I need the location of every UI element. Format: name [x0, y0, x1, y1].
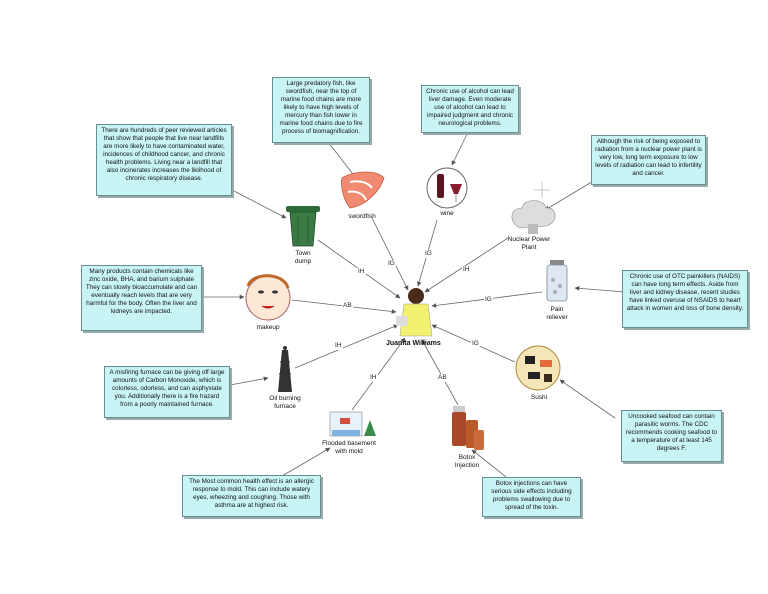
hazard-label-botox: Botox Injection	[454, 454, 480, 469]
note-dump: There are hundreds of peer reviewed arti…	[96, 124, 232, 196]
note-botox: Botox injections can have serious side e…	[482, 477, 581, 517]
swordfish-icon	[341, 171, 385, 209]
wine-icon	[426, 167, 468, 209]
link-swordfish	[371, 217, 409, 291]
makeup-face-icon	[245, 274, 291, 321]
oil-furnace-icon	[278, 346, 292, 392]
note-link-basement	[281, 447, 331, 477]
hazard-label-swordfish: swordfish	[348, 213, 376, 220]
flooded-basement-icon	[329, 411, 376, 437]
link-nuclear	[424, 237, 509, 293]
center-person-label: Juanita Williams	[386, 340, 441, 347]
note-link-wine	[451, 127, 471, 166]
trash-can-icon	[286, 206, 320, 247]
link-basement	[351, 337, 406, 411]
note-nuclear: Although the risk of being exposed to ra…	[591, 135, 706, 185]
link-furnace	[294, 324, 399, 369]
note-swordfish: Large predatory fish, like swordfish, ne…	[272, 77, 370, 143]
note-link-botox	[471, 449, 511, 481]
note-pain: Chronic use of OTC painkillers (NAIDS) c…	[622, 270, 748, 328]
relation-furnace: IH	[334, 342, 343, 350]
relation-sushi: IG	[471, 340, 480, 348]
relation-dump: IH	[357, 268, 366, 276]
relation-makeup: AB	[342, 302, 353, 310]
note-link-furnace	[229, 376, 269, 386]
note-link-swordfish	[324, 137, 357, 179]
note-link-dump	[231, 189, 287, 219]
note-basement: The Most common health effect is an alle…	[182, 475, 321, 517]
sushi-icon	[515, 345, 561, 391]
note-makeup: Many products contain chemicals like zin…	[81, 265, 202, 331]
note-link-pain	[574, 285, 626, 293]
pill-bottle-icon	[546, 260, 568, 302]
note-link-nuclear	[544, 179, 596, 211]
hazard-label-dump: Town dump	[294, 250, 312, 265]
hazard-label-wine: wine	[440, 210, 454, 217]
link-botox	[421, 339, 459, 406]
hazard-label-furnace: Oil burning furnace	[269, 395, 301, 410]
hazard-label-sushi: Sushi	[530, 394, 548, 401]
relation-botox: AB	[437, 374, 448, 382]
relation-swordfish: IG	[387, 260, 396, 268]
hazard-label-basement: Flooded basement with mold	[322, 440, 376, 455]
botox-vials-icon	[452, 406, 484, 450]
hazard-label-makeup: makeup	[256, 324, 280, 331]
note-link-sushi	[559, 379, 616, 419]
relation-wine: IG	[424, 250, 433, 258]
relation-pain: IG	[484, 296, 493, 304]
note-sushi: Uncooked seafood can contain parasitic w…	[621, 410, 722, 462]
hazard-label-nuclear: Nuclear Power Plant	[507, 236, 551, 251]
note-furnace: A misfiring furnace can be giving off la…	[104, 366, 230, 418]
relation-basement: IH	[369, 374, 378, 382]
hazard-label-pain: Pain reliever	[546, 306, 568, 321]
person-icon	[396, 288, 433, 337]
note-wine: Chronic use of alcohol can lead liver da…	[421, 85, 519, 133]
relation-nuclear: IH	[462, 266, 471, 274]
nuclear-plant-icon	[511, 182, 556, 234]
